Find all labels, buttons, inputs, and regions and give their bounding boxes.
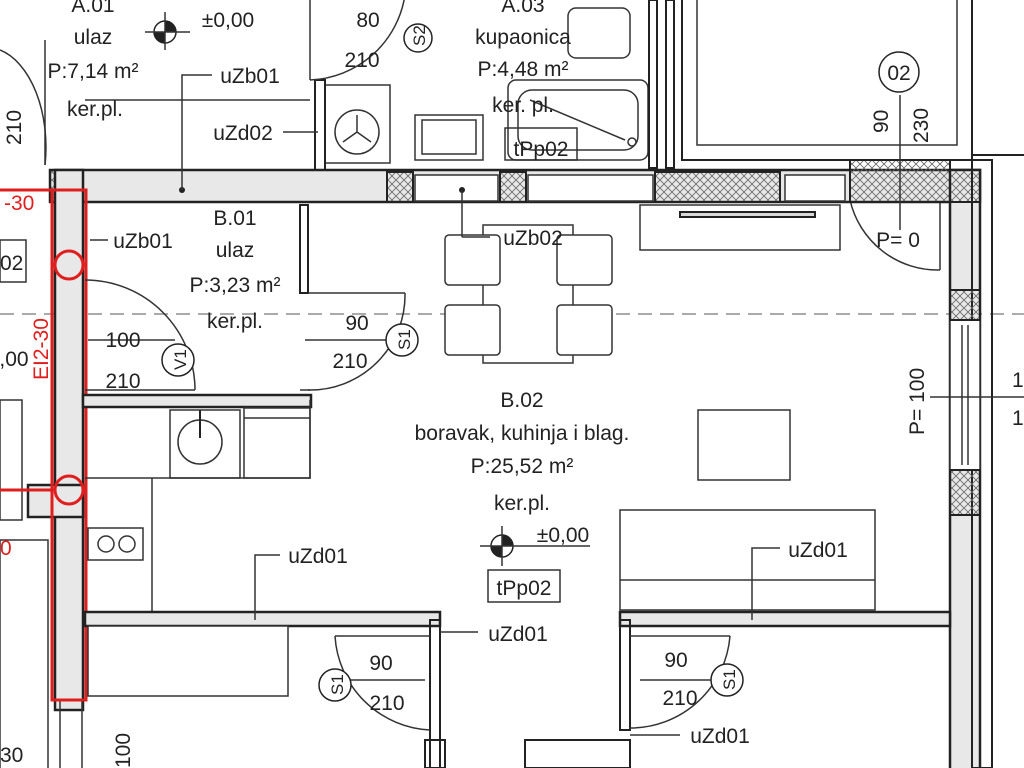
misc-bottom-left-dim: 100 [112, 733, 135, 768]
door-tag-s1-bottom-right: S1 [710, 663, 744, 697]
tag-tpp02-main: tPp02 [497, 577, 552, 600]
room-a03-area: P:4,48 m² [477, 58, 568, 81]
window-right-dim-a: 13 [1012, 369, 1024, 392]
window-right-sill: P= 100 [906, 368, 929, 435]
wall-left [0, 168, 85, 768]
door-tag-s1-br-label: S1 [720, 669, 739, 690]
door-s1-bl-height: 210 [369, 692, 404, 715]
door-s1-bl-width: 90 [369, 652, 392, 675]
fire-rating-top: -30 [4, 192, 34, 215]
room-b01-area: P:3,23 m² [189, 274, 280, 297]
door-tag-v1: V1 [161, 343, 195, 377]
room-label-b01: B.01 ulaz P:3,23 m² ker.pl. [189, 207, 280, 333]
window-right-dim-b: 13 [1012, 407, 1024, 430]
room-a03-code: A.03 [501, 0, 544, 17]
tag-tpp02-top: tPp02 [514, 138, 569, 161]
door-s1-br-width: 90 [664, 649, 687, 672]
door-tag-s1-mid-label: S1 [395, 329, 414, 350]
door-v1-width: 100 [105, 329, 140, 352]
wall-right [639, 159, 993, 768]
level-marker-top [145, 12, 190, 50]
level-label-main: ±0,00 [537, 524, 589, 547]
door-left-top-height: 210 [3, 110, 26, 145]
walls-bottom [83, 610, 952, 768]
room-b01-name: ulaz [216, 239, 255, 262]
door-tag-s2: S2 [403, 23, 433, 53]
room-label-b02: B.02 boravak, kuhinja i blag. P:25,52 m²… [415, 389, 630, 515]
leader-lines [85, 74, 1024, 736]
tag-uzd01-left: uZd01 [288, 545, 348, 568]
door-tag-v1-label: V1 [171, 349, 190, 370]
tag-uzd01-bottom: uZd01 [690, 725, 750, 748]
door-tag-s1-mid: S1 [385, 323, 419, 357]
room-b02-floor: ker.pl. [494, 492, 550, 515]
window-02-width: 90 [870, 110, 893, 133]
tag-uzd02-top: uZd02 [213, 122, 273, 145]
door-tag-s1-bl-label: S1 [328, 674, 347, 695]
fire-rating-vertical: EI2-30 [30, 318, 53, 380]
window-tag-02-label: 02 [887, 62, 910, 85]
room-b01-floor: ker.pl. [207, 310, 263, 333]
room-label-a03: A.03 kupaonica P:4,48 m² ker. pl. [475, 0, 571, 117]
room-b01-code: B.01 [213, 207, 256, 230]
level-label-top: ±0,00 [202, 9, 254, 32]
room-a01-name: ulaz [74, 26, 113, 49]
door-s1-mid-height: 210 [332, 350, 367, 373]
room-a01-area: P:7,14 m² [47, 60, 138, 83]
room-a03-floor: ker. pl. [492, 94, 554, 117]
door-s2-height: 210 [344, 49, 379, 72]
washing-machine-icon [334, 109, 380, 155]
door-tag-s2-label: S2 [410, 25, 429, 46]
window-02-sill: P= 0 [876, 229, 920, 252]
tag-uzb01-left: uZb01 [113, 230, 173, 253]
fire-left-mid: 02 [0, 252, 23, 275]
tag-uzd01-center: uZd01 [488, 623, 548, 646]
door-s1-mid-width: 90 [345, 312, 368, 335]
tag-uzd01-right: uZd01 [788, 539, 848, 562]
door-s2-width: 80 [356, 9, 379, 32]
room-b01 [81, 204, 406, 612]
door-tag-s1-bottom-left: S1 [318, 668, 352, 702]
fire-rating-bottom: 0 [0, 537, 12, 560]
room-b02-area: P:25,52 m² [471, 455, 574, 478]
misc-bottom-left: 30 [0, 744, 23, 767]
room-label-a01: A.01 ulaz P:7,14 m² ker.pl. [47, 0, 138, 121]
window-tag-02: 02 [878, 51, 920, 93]
room-b02-name: boravak, kuhinja i blag. [415, 422, 630, 445]
tag-uzb02-center: uZb02 [503, 227, 563, 250]
room-a01-code: A.01 [71, 0, 114, 17]
room-a03-name: kupaonica [475, 26, 571, 49]
door-s1-br-height: 210 [662, 687, 697, 710]
room-a01-floor: ker.pl. [67, 98, 123, 121]
level-marker-main [480, 526, 590, 566]
fire-rating-marking [0, 188, 88, 702]
level-label-left: ,00 [0, 348, 29, 371]
dining-table [444, 224, 876, 611]
room-b02-code: B.02 [500, 389, 543, 412]
tag-uzb01-top: uZb01 [220, 65, 280, 88]
window-02-height: 230 [910, 108, 933, 143]
apartment-a-top [0, 0, 1024, 271]
door-v1-height: 210 [105, 370, 140, 393]
